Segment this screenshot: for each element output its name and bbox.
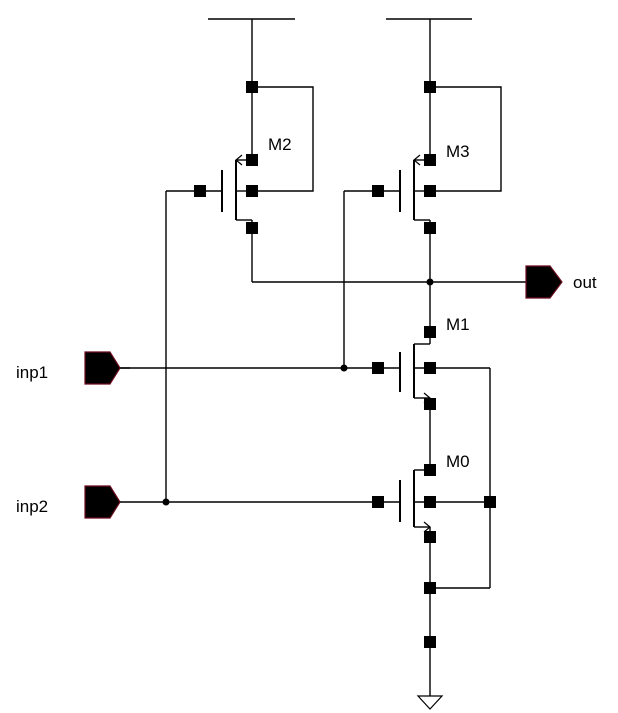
transistor-m2 <box>166 19 314 282</box>
output-junction <box>426 278 434 286</box>
inp1-junction <box>340 364 348 372</box>
transistor-m0 <box>166 464 496 696</box>
port-inp2[interactable]: inp2 <box>16 485 121 519</box>
port-out[interactable]: out <box>525 265 597 299</box>
ground-icon <box>416 695 444 710</box>
label-m0: M0 <box>446 452 470 471</box>
label-m1: M1 <box>446 315 470 334</box>
port-inp1[interactable]: inp1 <box>16 351 121 385</box>
label-m2: M2 <box>268 135 292 154</box>
port-label-out: out <box>573 273 597 292</box>
label-m3: M3 <box>446 142 470 161</box>
transistor-m3 <box>344 19 502 330</box>
port-label-inp1: inp1 <box>16 363 48 382</box>
port-label-inp2: inp2 <box>16 497 48 516</box>
